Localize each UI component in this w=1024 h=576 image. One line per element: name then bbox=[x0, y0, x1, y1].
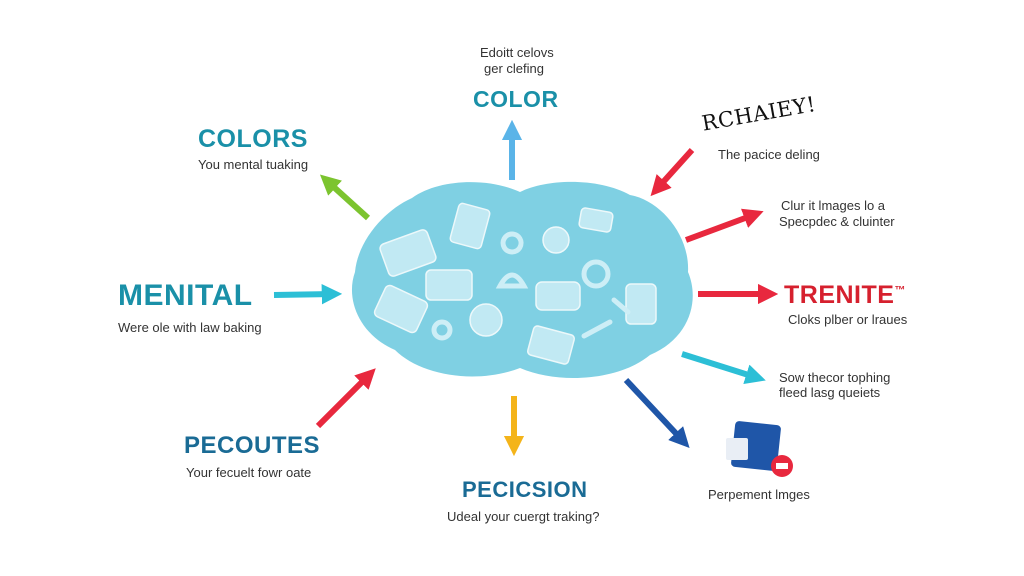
smartphone-icon bbox=[425, 269, 473, 301]
card-icon bbox=[449, 202, 491, 250]
right-low-line2: fleed lasg queiets bbox=[779, 385, 881, 400]
arrow-lower-left bbox=[315, 368, 376, 429]
upper-right-desc: The pacice deling bbox=[718, 147, 820, 162]
right-heading: TRENITE™ bbox=[784, 281, 906, 310]
folder-icon bbox=[379, 229, 437, 277]
right-top-line2: Specpdec & cluinter bbox=[779, 214, 895, 229]
tag-icon bbox=[578, 207, 614, 233]
card-icon bbox=[526, 325, 576, 365]
right-low-line1: Sow thecor tophing bbox=[779, 370, 891, 385]
arrow-right-top bbox=[684, 208, 764, 243]
no-entry-badge-icon bbox=[771, 455, 793, 477]
right-desc: Cloks plber or lraues bbox=[788, 312, 908, 327]
arrow-left bbox=[273, 284, 343, 305]
brain-icon-group bbox=[373, 202, 657, 365]
lock-icon bbox=[625, 283, 657, 325]
person-icon bbox=[495, 231, 529, 289]
bottom-right-caption: Perpement lmges bbox=[708, 487, 810, 502]
gear-icon bbox=[535, 281, 581, 311]
upper-left-desc: You mental tuaking bbox=[198, 157, 309, 172]
arrow-upper-left bbox=[319, 174, 371, 221]
arrow-right-low bbox=[681, 351, 766, 385]
lower-left-heading: PECOUTES bbox=[184, 432, 321, 459]
toggle-icon bbox=[542, 226, 570, 254]
top-caption-line1: Edoitt celovs bbox=[480, 45, 554, 60]
bottom-heading: PECICSION bbox=[462, 477, 588, 502]
left-heading: MENITAL bbox=[118, 279, 253, 312]
top-caption-line2: ger clefing bbox=[484, 61, 544, 76]
trademark-mark: ™ bbox=[894, 284, 906, 297]
hammer-icon bbox=[581, 297, 631, 339]
arrow-lower-right bbox=[623, 377, 690, 448]
chat-icon bbox=[469, 303, 503, 337]
badge-icon bbox=[431, 319, 453, 341]
folder-icon bbox=[373, 284, 429, 334]
folder-book-icon bbox=[726, 421, 781, 471]
right-top-line1: Clur it lmages lo a bbox=[781, 198, 886, 213]
lower-left-desc: Your fecuelt fowr oate bbox=[186, 465, 312, 480]
left-desc: Were ole with law baking bbox=[118, 320, 262, 335]
arrow-upper-right-in bbox=[650, 147, 695, 197]
upper-left-heading: COLORS bbox=[198, 125, 308, 153]
top-heading: COLOR bbox=[473, 86, 559, 112]
bottom-desc: Udeal your cuergt traking? bbox=[447, 509, 600, 524]
globe-icon bbox=[581, 259, 611, 289]
right-heading-text: TRENITE bbox=[784, 281, 895, 309]
